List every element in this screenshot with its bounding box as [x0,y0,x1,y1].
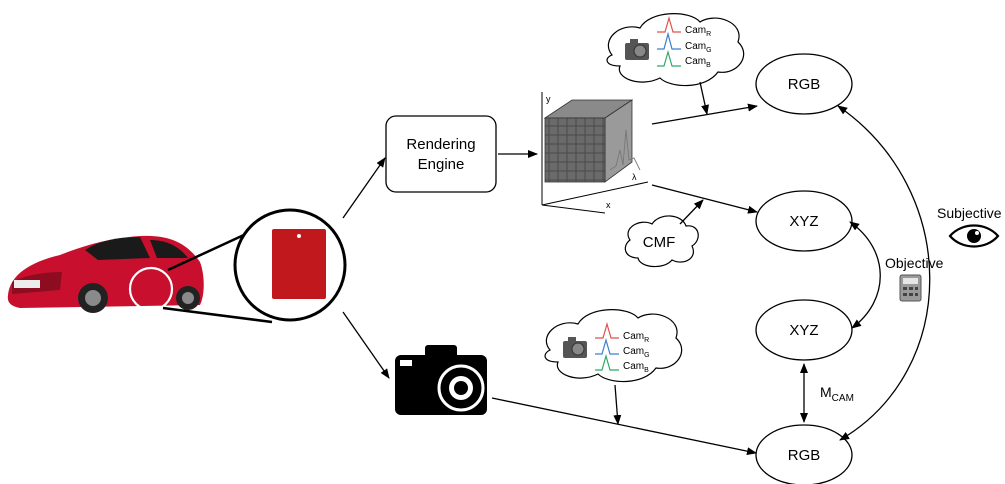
rendering-engine-label-1: Rendering [406,136,475,153]
xyz-top-label: XYZ [789,213,818,230]
arrow-camera-to-rgb [491,397,757,456]
arrow-cloud-bottom [613,384,622,425]
zoom-line-bottom [162,306,273,324]
subjective-arc [837,105,931,441]
cloud-bottom-cam-g: CamG [623,346,650,359]
arrow-to-rendering [342,157,386,219]
calculator-icon [899,274,922,302]
material-sample-zoom [233,208,347,322]
cube-axis-x: x [606,200,611,210]
rendering-engine-label-2: Engine [418,156,465,173]
objective-arc [849,221,881,329]
xyz-bottom-node: XYZ [755,299,853,361]
red-sample-swatch [272,229,326,299]
cube-axis-y: y [546,94,551,104]
subjective-label: Subjective [937,205,1002,221]
cmf-cloud: CMF [624,215,699,268]
arrow-to-camera [342,311,390,379]
rgb-bottom-label: RGB [788,447,821,464]
camera-small-icon [625,39,649,60]
xyz-bottom-label: XYZ [789,322,818,339]
arrow-cube-to-rgb [651,103,758,125]
objective-label: Objective [885,255,944,271]
rgb-top-label: RGB [788,76,821,93]
camera-sensitivity-cloud-bottom: CamR CamG CamB [544,309,683,383]
camera-sensitivity-cloud-top: CamR CamG CamB [606,13,745,87]
car-image [7,235,204,313]
xyz-top-node: XYZ [755,190,853,252]
arrow-cloud-top [699,81,709,115]
arrow-cmf [679,199,704,225]
cloud-top-cam-g: CamG [685,41,712,54]
cloud-top-cam-b: CamB [685,56,711,69]
rendering-engine-node: Rendering Engine [385,115,497,193]
mcam-label: MCAM [820,384,854,404]
zoom-line-top [167,232,247,272]
rgb-bottom-node: RGB [755,424,853,484]
cloud-top-cam-r: CamR [685,25,711,38]
cmf-label: CMF [643,234,676,251]
camera-icon [395,345,487,415]
arrow-cube-to-xyz [651,184,758,214]
spectral-cube-icon: y x λ [541,92,649,214]
cloud-bottom-cam-r: CamR [623,331,649,344]
camera-small-icon-bottom [563,337,587,358]
eye-icon [948,224,1000,248]
rgb-top-node: RGB [755,53,853,115]
cloud-bottom-cam-b: CamB [623,361,649,374]
cube-axis-lambda: λ [632,172,637,182]
